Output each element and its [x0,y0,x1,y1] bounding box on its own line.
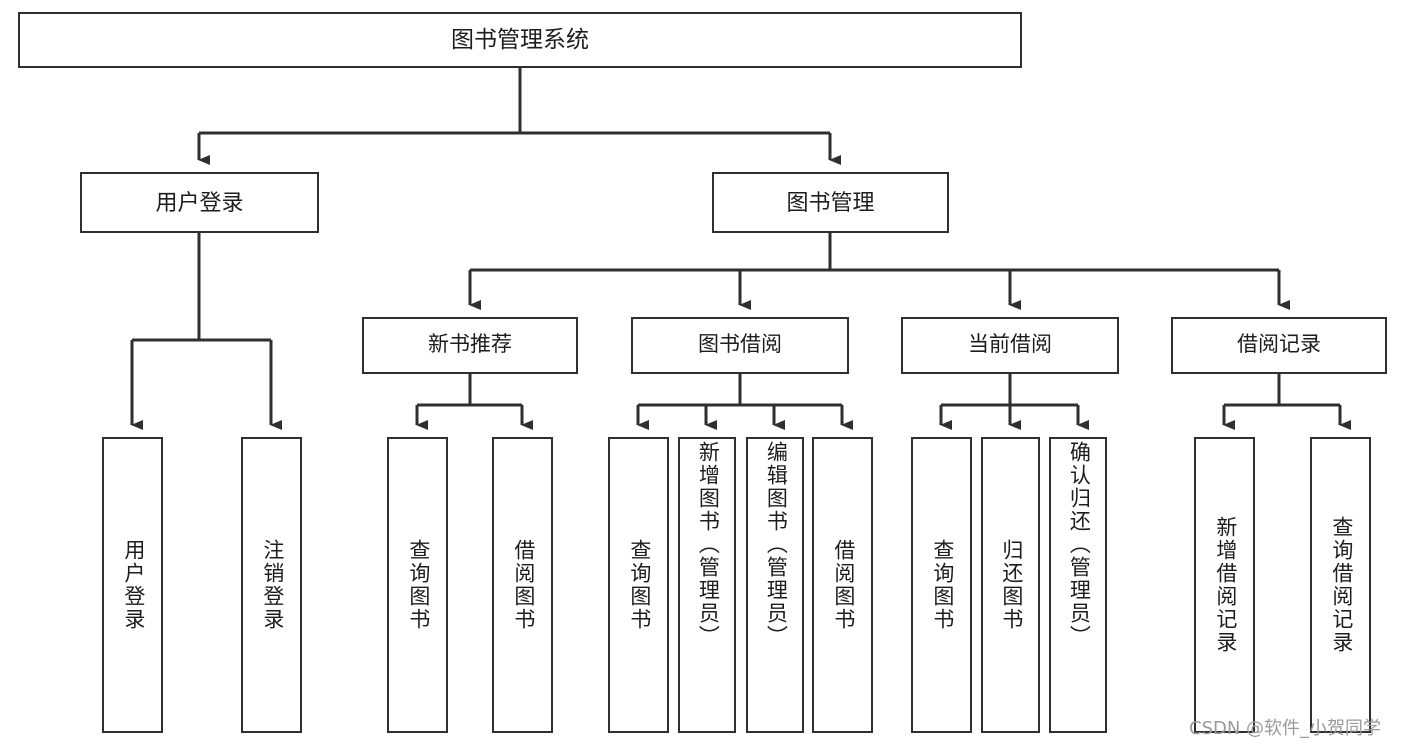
leaf-user-login[interactable]: 用户登录 [102,437,163,733]
node-book-borrow[interactable]: 图书借阅 [631,317,849,374]
leaf-borrow-add-book-admin[interactable]: 新增图书（管理员） [678,437,736,733]
node-label: 编辑图书（管理员） [764,441,788,648]
leaf-record-query-record[interactable]: 查询借阅记录 [1310,437,1371,733]
node-label: 查询图书 [627,539,651,631]
node-new-book-recommend[interactable]: 新书推荐 [362,317,578,374]
node-label: 新书推荐 [428,333,512,357]
node-label: 图书管理 [786,189,875,215]
node-label: 归还图书 [999,539,1023,631]
node-label: 图书管理系统 [451,26,589,53]
node-label: 借阅图书 [831,539,855,631]
node-label: 查询图书 [406,539,430,631]
leaf-borrow-borrow-book[interactable]: 借阅图书 [812,437,873,733]
leaf-current-query-book[interactable]: 查询图书 [911,437,972,733]
node-label: 查询图书 [930,539,954,631]
leaf-recommend-borrow-book[interactable]: 借阅图书 [492,437,553,733]
node-label: 当前借阅 [968,333,1052,357]
leaf-record-add-record[interactable]: 新增借阅记录 [1194,437,1255,733]
node-label: 借阅图书 [511,539,535,631]
node-label: 用户登录 [121,539,145,631]
node-borrow-record[interactable]: 借阅记录 [1171,317,1387,374]
leaf-current-return-book[interactable]: 归还图书 [981,437,1040,733]
node-label: 新增图书（管理员） [696,441,720,648]
node-label: 图书借阅 [698,333,782,357]
node-label: 用户登录 [155,189,244,215]
node-book-management[interactable]: 图书管理 [712,172,949,233]
leaf-borrow-edit-book-admin[interactable]: 编辑图书（管理员） [746,437,804,733]
leaf-borrow-query-book[interactable]: 查询图书 [608,437,669,733]
node-label: 借阅记录 [1237,333,1321,357]
node-label: 注销登录 [260,539,284,631]
node-label: 查询借阅记录 [1329,516,1353,654]
node-label: 确认归还（管理员） [1067,441,1091,648]
node-root-system[interactable]: 图书管理系统 [18,12,1022,68]
watermark-text: CSDN @软件_小贺同学 [1189,718,1382,739]
node-user-login[interactable]: 用户登录 [80,172,319,233]
node-current-borrow[interactable]: 当前借阅 [901,317,1119,374]
leaf-recommend-query-book[interactable]: 查询图书 [387,437,448,733]
leaf-current-confirm-return-admin[interactable]: 确认归还（管理员） [1049,437,1107,733]
leaf-user-logout[interactable]: 注销登录 [241,437,302,733]
node-label: 新增借阅记录 [1213,516,1237,654]
